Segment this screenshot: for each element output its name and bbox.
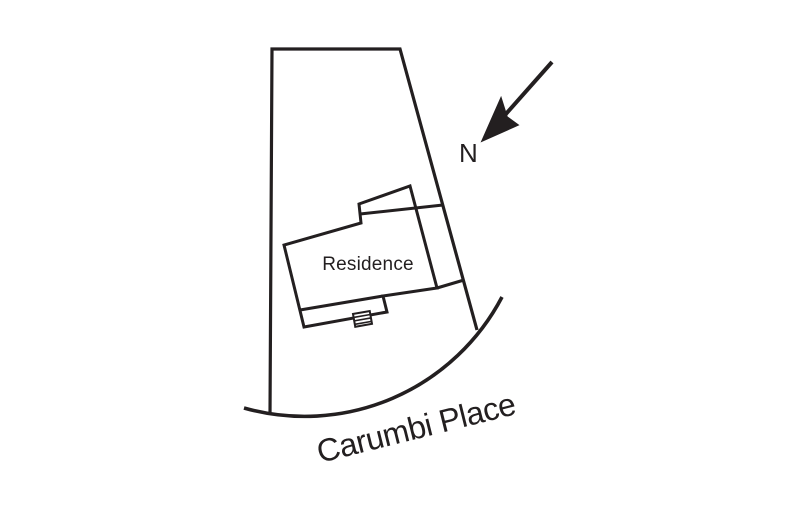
building-outline: [282, 184, 439, 329]
street-label: Carumbi Place: [313, 386, 519, 470]
building-upper-wing-line: [359, 203, 444, 216]
steps-hatch: [351, 309, 374, 328]
north-arrow-head: [480, 95, 520, 143]
north-arrow-shaft: [503, 60, 554, 117]
north-label: N: [459, 138, 478, 168]
steps-hatch-lines: [353, 313, 372, 326]
building-lower-wing-line: [436, 278, 465, 290]
north-arrow: [480, 60, 554, 143]
road-curve: [243, 296, 504, 419]
residence-building: [282, 184, 465, 329]
residence-label: Residence: [322, 254, 414, 275]
property-boundary: [268, 47, 479, 416]
building-veranda-line: [299, 294, 384, 312]
